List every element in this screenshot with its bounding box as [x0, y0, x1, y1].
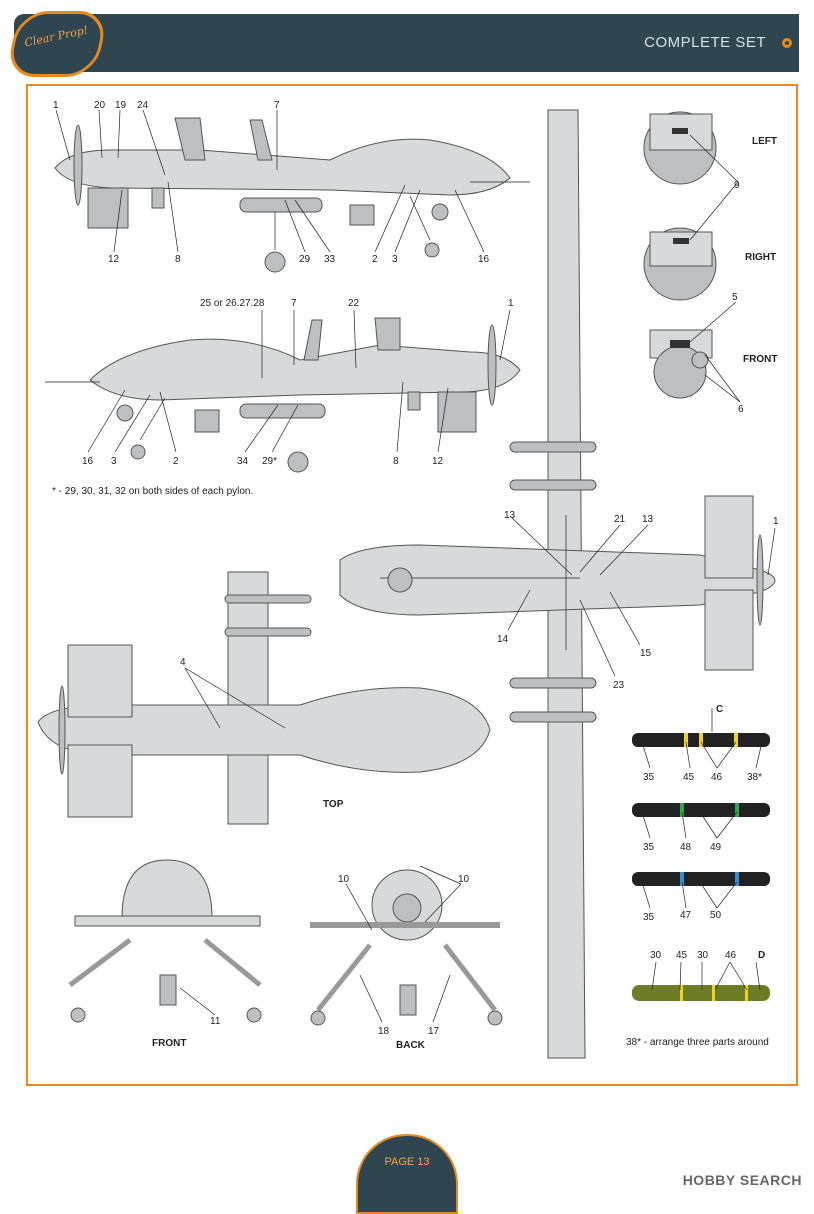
callout: 30 — [650, 950, 662, 961]
view-label-front-turret: FRONT — [743, 354, 777, 365]
callout: 7 — [291, 298, 297, 309]
callout: 21 — [614, 514, 626, 525]
turret-views: LEFT RIGHT FRONT 9 5 6 — [643, 111, 777, 415]
callout: 18 — [378, 1026, 390, 1037]
callout: 38* — [747, 772, 762, 783]
view-label-back: BACK — [396, 1040, 426, 1051]
callout: 9 — [734, 180, 740, 191]
callout: 10 — [458, 874, 470, 885]
pylon-note: * - 29, 30, 31, 32 on both sides of each… — [52, 486, 254, 497]
view-label-front: FRONT — [152, 1038, 186, 1049]
callout: 50 — [710, 910, 722, 921]
top-view-wing: 13 21 13 1 14 15 23 — [339, 109, 779, 1059]
callout: 34 — [237, 456, 249, 467]
callout: 29* — [262, 456, 277, 467]
page-number: PAGE 13 — [384, 1156, 430, 1168]
callout: 4 — [180, 657, 186, 668]
callout: 45 — [676, 950, 688, 961]
callout: 13 — [642, 514, 654, 525]
view-label-top: TOP — [323, 799, 344, 810]
side-view-right — [45, 317, 521, 473]
callout: 1 — [508, 298, 514, 309]
callout: D — [758, 950, 765, 961]
callout: 13 — [504, 510, 516, 521]
callout: 8 — [393, 456, 399, 467]
drawing-frame — [26, 84, 798, 1086]
callout: 11 — [210, 1016, 221, 1027]
callout: 1 — [773, 516, 779, 527]
callout: 24 — [137, 100, 149, 111]
callout: 3 — [111, 456, 117, 467]
callout: 6 — [738, 404, 744, 415]
callout: 33 — [324, 254, 336, 265]
view-label-left: LEFT — [752, 136, 777, 147]
weapon-4: 30 45 30 46 D — [632, 950, 770, 1001]
callout: 45 — [683, 772, 695, 783]
watermark: HOBBY SEARCH — [682, 1172, 802, 1188]
callout: 19 — [115, 100, 127, 111]
callout: 49 — [710, 842, 722, 853]
callout: 14 — [497, 634, 509, 645]
callout: 17 — [428, 1026, 440, 1037]
callout: 22 — [348, 298, 360, 309]
callout: 12 — [432, 456, 444, 467]
callout: 46 — [725, 950, 737, 961]
weapon-3: 35 47 50 — [632, 872, 770, 923]
callout: 23 — [613, 680, 625, 691]
callout: C — [716, 704, 723, 715]
callout: 35 — [643, 912, 655, 923]
callout: 16 — [478, 254, 490, 265]
callout: 3 — [392, 254, 398, 265]
callout: 2 — [173, 456, 179, 467]
callout: 8 — [175, 254, 181, 265]
header-bar — [14, 14, 799, 72]
view-label-right: RIGHT — [745, 252, 776, 263]
callout: 16 — [82, 456, 94, 467]
arrange-note: 38* - arrange three parts around — [626, 1037, 769, 1048]
weapon-1: C 35 45 46 38* — [632, 704, 770, 783]
callout: 5 — [732, 292, 738, 303]
top-view-fuselage: 4 TOP — [37, 571, 491, 825]
callout: 2 — [372, 254, 378, 265]
callout: 48 — [680, 842, 692, 853]
callout: 1 — [53, 100, 59, 111]
side-view-left — [54, 117, 530, 273]
callout: 12 — [108, 254, 120, 265]
callout: 30 — [697, 950, 709, 961]
side-view-left-callouts: 1 20 19 24 7 12 8 29 33 2 3 16 — [53, 100, 490, 265]
weapon-2: 35 48 49 — [632, 803, 770, 853]
callout: 35 — [643, 842, 655, 853]
callout: 46 — [711, 772, 723, 783]
callout: 25 or 26.27.28 — [200, 298, 265, 309]
callout: 47 — [680, 910, 692, 921]
callout: 10 — [338, 874, 350, 885]
front-view: 11 FRONT — [68, 859, 262, 1049]
page-title: COMPLETE SET — [644, 34, 766, 51]
side-view-right-callouts: 25 or 26.27.28 7 22 1 16 3 2 34 29* 8 12 — [82, 298, 514, 467]
callout: 20 — [94, 100, 106, 111]
bullet-icon — [782, 38, 792, 48]
callout: 29 — [299, 254, 311, 265]
callout: 15 — [640, 648, 652, 659]
callout: 35 — [643, 772, 655, 783]
back-view: 10 10 18 17 BACK — [310, 865, 503, 1051]
callout: 7 — [274, 100, 280, 111]
